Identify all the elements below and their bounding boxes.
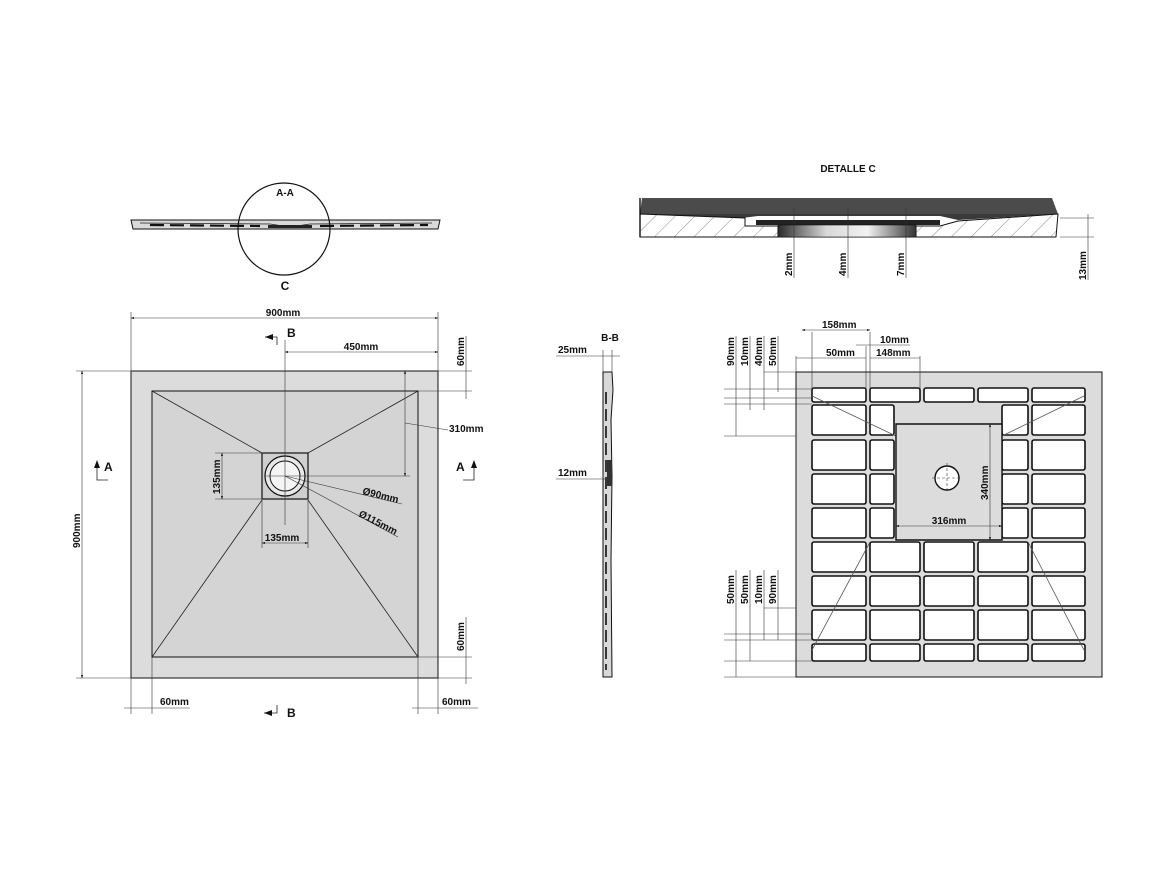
rib-cell <box>1031 609 1086 641</box>
rib-cell <box>1031 507 1086 539</box>
slope-line <box>811 541 871 651</box>
bottom-stack-50b: 50mm <box>740 575 751 604</box>
detail-dim-7: 7mm <box>896 253 907 276</box>
section-a-left: A <box>104 460 113 474</box>
top-stack-50: 50mm <box>768 337 779 366</box>
plan-drain-offset: 310mm <box>449 424 484 435</box>
rib-cell <box>811 507 867 539</box>
rib-cell <box>811 439 867 471</box>
detail-c-mark: C <box>281 279 290 293</box>
section-aa: A-A C <box>130 182 441 293</box>
plan-drain-h: 135mm <box>212 459 223 494</box>
plan-width: 900mm <box>266 308 301 319</box>
section-bb-thickness: 25mm <box>558 345 587 356</box>
rib-cell <box>977 609 1029 641</box>
section-a-right: A <box>456 460 465 474</box>
rib-cell <box>869 507 895 539</box>
detail-c: DETALLE C 2mm 4mm 7mm 13mm <box>639 164 1094 280</box>
underside-rib-width: 158mm <box>822 320 857 331</box>
section-bb-edge: 12mm <box>558 468 587 479</box>
rib-cell <box>1031 387 1086 403</box>
rib-cell <box>923 541 975 573</box>
section-b-bottom: B <box>287 706 296 720</box>
underside-view: 316mm 340mm 158mm 10mm 50mm 148mm 90mm <box>724 320 1103 678</box>
rib-cell <box>923 387 975 403</box>
plan-drain-w: 135mm <box>265 533 300 544</box>
plan-view: 900mm 450mm 900mm 310mm 135mm 135mm Ø90m… <box>72 308 484 720</box>
rib-cell <box>1031 643 1086 662</box>
rib-cell <box>1031 473 1086 505</box>
section-bb-title: B-B <box>601 333 619 344</box>
plan-border-top: 60mm <box>456 337 467 366</box>
rib-cell <box>869 541 921 573</box>
slope-line <box>811 395 897 437</box>
rib-cell <box>1031 541 1086 573</box>
rib-cell <box>869 575 921 607</box>
plan-border-left: 60mm <box>160 697 189 708</box>
rib-cell <box>1001 507 1029 539</box>
detail-dim-2: 2mm <box>784 253 795 276</box>
rib-cell <box>869 473 895 505</box>
rib-cell <box>811 404 867 436</box>
underside-center-w: 316mm <box>932 516 967 527</box>
plan-border-bottom: 60mm <box>456 622 467 651</box>
rib-cell <box>1031 404 1086 436</box>
rib-cell <box>811 609 867 641</box>
bottom-stack-90: 90mm <box>768 575 779 604</box>
rib-cell <box>869 439 895 471</box>
rib-cell <box>1001 473 1029 505</box>
detail-c-title: DETALLE C <box>820 164 875 175</box>
rib-cell <box>869 404 895 436</box>
rib-cell <box>1001 439 1029 471</box>
bottom-stack-50a: 50mm <box>726 575 737 604</box>
underside-rib-gap: 10mm <box>880 335 909 346</box>
rib-cell <box>811 387 867 403</box>
detail-dim-13: 13mm <box>1078 251 1089 280</box>
rib-cell <box>923 609 975 641</box>
rib-cell <box>811 643 867 662</box>
rib-cell <box>869 387 921 403</box>
plan-half: 450mm <box>344 342 379 353</box>
underside-cell-b: 148mm <box>876 348 911 359</box>
rib-cell <box>923 643 975 662</box>
underside-cell-a: 50mm <box>826 348 855 359</box>
section-b-top: B <box>287 326 296 340</box>
bottom-stack-10: 10mm <box>754 575 765 604</box>
slope-line <box>1027 541 1085 651</box>
top-stack-40: 40mm <box>754 337 765 366</box>
rib-cell <box>977 541 1029 573</box>
rib-grid <box>811 387 1086 662</box>
rib-cell <box>977 575 1029 607</box>
rib-cell <box>977 643 1029 662</box>
rib-cell <box>869 609 921 641</box>
rib-cell <box>869 643 921 662</box>
rib-cell <box>1031 575 1086 607</box>
rib-cell <box>923 575 975 607</box>
underside-center-h: 340mm <box>980 465 991 500</box>
plan-border-right: 60mm <box>442 697 471 708</box>
section-bb: B-B 25mm 12mm <box>556 333 620 678</box>
rib-cell <box>1031 439 1086 471</box>
rib-cell <box>811 575 867 607</box>
top-stack-90: 90mm <box>726 337 737 366</box>
slope-line <box>1001 395 1085 437</box>
rib-cell <box>977 387 1029 403</box>
rib-cell <box>811 541 867 573</box>
detail-c-circle <box>237 182 331 276</box>
rib-cell <box>1001 404 1029 436</box>
rib-cell <box>811 473 867 505</box>
plan-height: 900mm <box>72 513 83 548</box>
section-aa-title: A-A <box>276 188 294 199</box>
top-stack-10: 10mm <box>740 337 751 366</box>
detail-dim-4: 4mm <box>838 253 849 276</box>
